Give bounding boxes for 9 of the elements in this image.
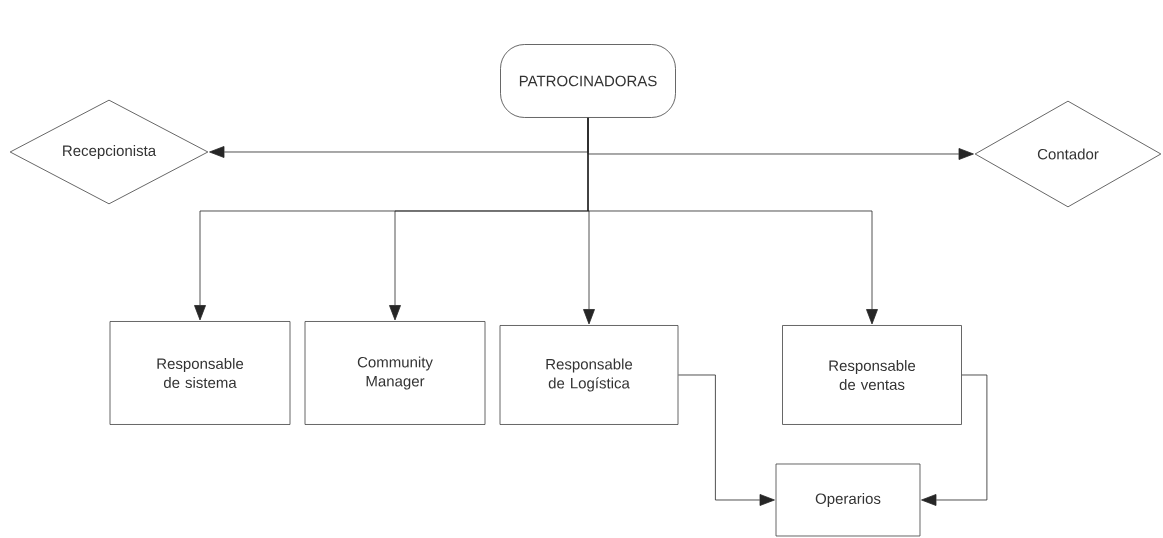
process-box: Responsable de Logística bbox=[499, 325, 679, 425]
process-box: Community Manager bbox=[304, 321, 486, 425]
arrow bbox=[921, 374, 988, 506]
arrow bbox=[587, 117, 878, 325]
process-box: Operarios bbox=[775, 463, 921, 537]
arrow bbox=[678, 374, 775, 506]
process-box: Responsable de sistema bbox=[109, 321, 291, 425]
rounded-box: PATROCINADORAS bbox=[500, 44, 676, 118]
process-box: Responsable de ventas bbox=[782, 325, 962, 425]
